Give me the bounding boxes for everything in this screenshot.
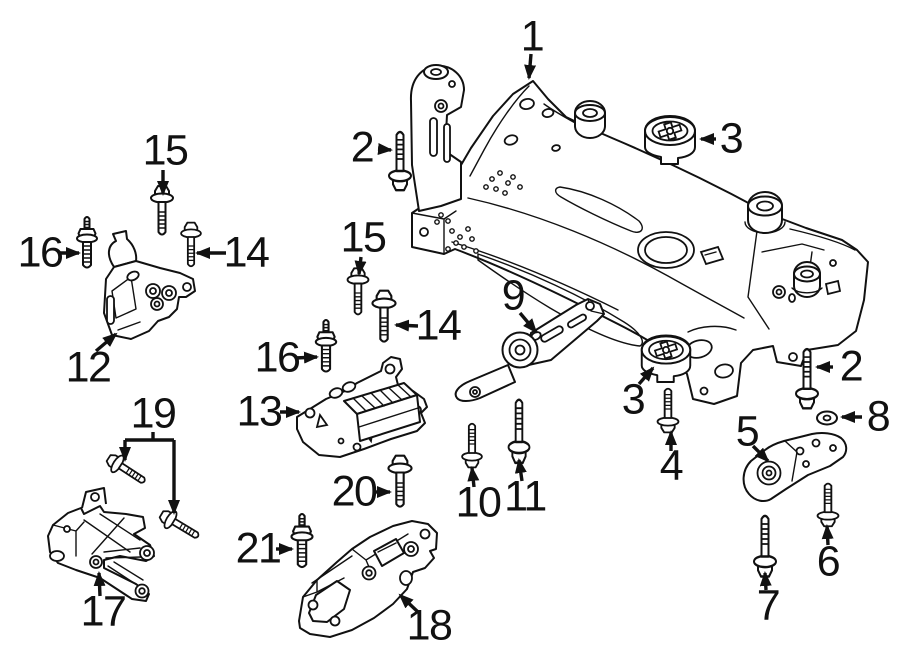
bolt-4-drawing[interactable] <box>656 387 680 434</box>
callout-6[interactable]: 6 <box>816 537 841 586</box>
callout-20[interactable]: 20 <box>331 467 378 516</box>
callout-10[interactable]: 10 <box>455 478 502 527</box>
bolt-19b-drawing[interactable] <box>155 505 204 546</box>
callout-13[interactable]: 13 <box>236 387 283 436</box>
stud-16-center-drawing[interactable] <box>314 318 338 373</box>
callout-17[interactable]: 17 <box>80 587 127 636</box>
callout-21[interactable]: 21 <box>235 524 282 573</box>
bolt-15-center-drawing[interactable] <box>346 267 370 316</box>
callout-16-left[interactable]: 16 <box>17 228 64 277</box>
washer-drawing[interactable] <box>816 410 838 426</box>
callout-5[interactable]: 5 <box>735 407 760 456</box>
callout-12[interactable]: 12 <box>65 343 112 392</box>
callout-1[interactable]: 1 <box>520 12 545 61</box>
callout-19[interactable]: 19 <box>130 389 177 438</box>
pendulum-support-bracket-drawing[interactable] <box>47 487 155 602</box>
subframe-crossmember-drawing[interactable] <box>409 64 869 405</box>
callout-arrows <box>58 53 862 614</box>
stud-16-left-drawing[interactable] <box>76 216 98 269</box>
callout-14-center[interactable]: 14 <box>415 301 462 350</box>
rivet-hole-dots <box>434 170 523 254</box>
callout-8[interactable]: 8 <box>866 392 891 441</box>
callout-18[interactable]: 18 <box>406 601 453 650</box>
stud-21-drawing[interactable] <box>290 512 314 569</box>
callout-7[interactable]: 7 <box>756 581 781 630</box>
bolt-6-drawing[interactable] <box>816 482 840 528</box>
engine-mount-drawing[interactable] <box>103 230 196 340</box>
bolt-10-drawing[interactable] <box>461 422 483 469</box>
callout-11[interactable]: 11 <box>504 472 547 521</box>
bolt-14-left-drawing[interactable] <box>180 221 202 268</box>
callout-9[interactable]: 9 <box>501 271 526 320</box>
callout-3-lower[interactable]: 3 <box>621 375 646 424</box>
callout-2-upper[interactable]: 2 <box>350 123 375 172</box>
callout-15-center[interactable]: 15 <box>340 213 387 262</box>
bolt-2-upper-drawing[interactable] <box>387 130 413 192</box>
bolt-14-center-drawing[interactable] <box>371 289 397 343</box>
callout-4[interactable]: 4 <box>659 441 684 490</box>
callout-19-bracket-line <box>119 432 180 515</box>
transmission-support-bracket-drawing[interactable] <box>298 520 438 638</box>
bolt-11-drawing[interactable] <box>507 398 531 465</box>
callout-15-left[interactable]: 15 <box>142 126 189 175</box>
bolt-20-drawing[interactable] <box>387 454 413 508</box>
callout-3-upper[interactable]: 3 <box>719 114 744 163</box>
transmission-mount-bracket-drawing[interactable] <box>296 356 428 458</box>
torque-strut-mount-drawing[interactable] <box>454 298 605 402</box>
callout-16-center[interactable]: 16 <box>254 333 301 382</box>
bolt-7-drawing[interactable] <box>752 514 778 578</box>
callout-2-right[interactable]: 2 <box>839 342 864 391</box>
callout-14-left[interactable]: 14 <box>223 228 270 277</box>
